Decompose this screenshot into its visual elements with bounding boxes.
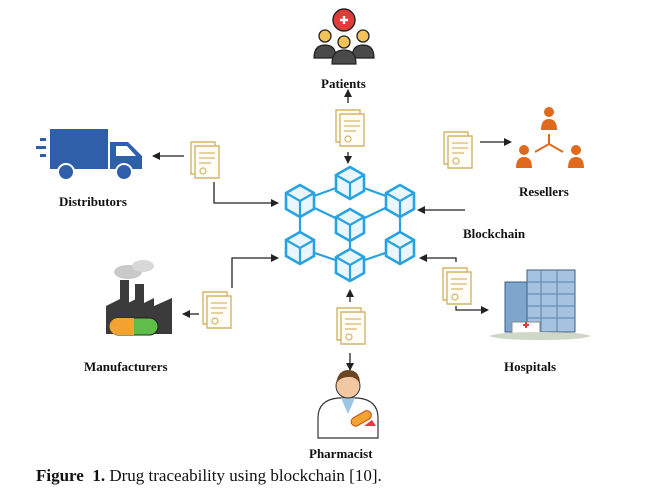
manufacturers-label: Manufacturers [84,359,168,374]
arrow-distributors-to-blockchain [213,182,279,207]
hospitals-document-icon [442,267,472,305]
hospital-building-icon [490,269,590,340]
manufacturers-document-icon [202,291,232,329]
distributors-document-icon [190,141,220,179]
resellers-label: Resellers [519,184,569,199]
caption-text: Drug traceability using blockchain [10]. [105,466,382,485]
flow-arrows [152,89,512,371]
caption-number: 1. [92,466,106,485]
distributors-label: Distributors [59,194,127,209]
resellers-document-icon [443,131,473,169]
arrow-manufacturers-to-blockchain [231,254,279,288]
caption-prefix: Figure [36,466,84,485]
blockchain-cubes-icon [284,165,416,283]
figure-caption: Figure 1. Drug traceability using blockc… [36,466,382,486]
arrow-to-hospitals [455,306,489,314]
pharmacist-document-icon [336,307,366,345]
pharmacist-label: Pharmacist [309,446,373,461]
patients-document-icon [335,109,365,147]
reseller-network-icon [516,107,584,168]
patients-group-icon [313,8,375,65]
delivery-truck-icon [36,129,142,181]
hospitals-label: Hospitals [504,359,557,374]
blockchain-label: Blockchain [463,226,526,241]
arrow-hospitals-to-blockchain [419,254,457,262]
pharmacist-avatar-icon [317,370,379,439]
factory-pill-icon [106,260,172,336]
patients-label: Patients [321,76,366,91]
